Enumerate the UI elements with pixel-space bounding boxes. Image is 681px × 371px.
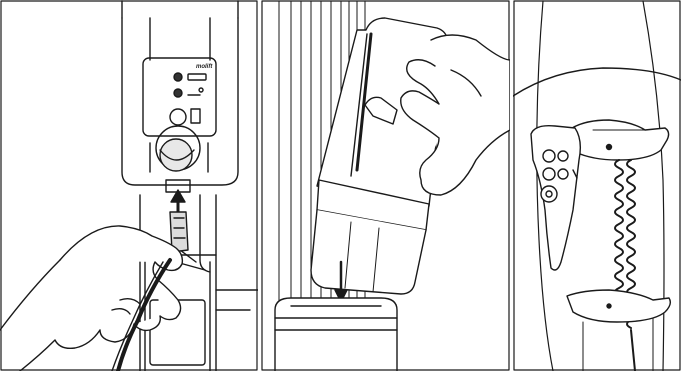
panel-insert-battery [261,0,510,371]
hand-illustration [20,226,182,371]
panel-hand-control-holder [513,0,681,371]
indicator-light-1 [174,73,182,81]
battery-receptacle [275,298,397,318]
panel-3-illustration [513,0,681,371]
battery-indicator [188,74,206,80]
panel-1-illustration: molift [0,0,258,371]
service-icon [191,109,200,123]
holder-bracket-bottom [567,290,670,322]
panel-2-illustration [261,0,510,371]
indicator-light-2 [174,89,182,97]
brand-label: molift [196,64,213,70]
holder-bracket-top [569,120,669,160]
panel-connect-cable: molift [0,0,258,371]
emergency-stop-button [170,109,186,125]
